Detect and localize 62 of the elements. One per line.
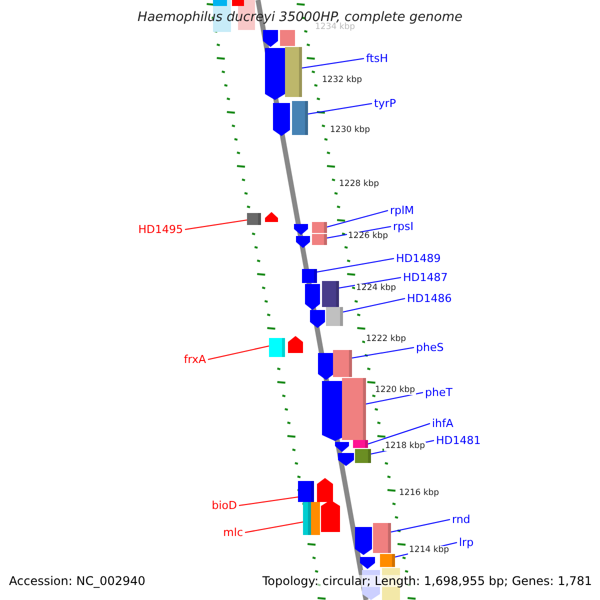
- gene-label: rpsI: [393, 221, 414, 232]
- scale-label: 1214 kbp: [408, 546, 450, 554]
- leader-line: [238, 496, 298, 506]
- gene-label: tyrP: [374, 98, 396, 109]
- gene-block: [312, 234, 327, 245]
- scale-label: 1216 kbp: [398, 489, 440, 498]
- leader-line: [308, 103, 372, 114]
- scale-label: 1222 kbp: [365, 335, 408, 344]
- scale-label: 1218 kbp: [384, 442, 426, 450]
- gene-block: [269, 338, 285, 357]
- genome-info-text: Topology: circular; Length: 1,698,955 bp; Genes: 1,781: [262, 575, 592, 587]
- leader-line: [184, 220, 248, 230]
- scale-label: 1228 kbp: [338, 180, 380, 188]
- gene-block: [292, 101, 308, 135]
- leader-line: [390, 519, 450, 532]
- leader-line: [244, 522, 304, 533]
- scale-label: 1232 kbp: [321, 76, 364, 84]
- leader-line: [302, 58, 364, 68]
- scale-label: 1226 kbp: [347, 232, 390, 240]
- accession-text: Accession: NC_002940: [9, 575, 146, 587]
- gene-block: [342, 378, 366, 440]
- gene-block: [312, 222, 327, 233]
- gene-label: HD1486: [407, 293, 452, 304]
- gene-label: HD1495: [138, 224, 183, 235]
- gene-label: HD1481: [436, 435, 481, 446]
- gene-block: [247, 213, 261, 225]
- gene-label: frxA: [184, 354, 206, 365]
- gene-label: bioD: [212, 500, 237, 511]
- gene-block: [303, 502, 311, 535]
- gene-label: HD1489: [396, 253, 441, 264]
- gene-block: [302, 269, 317, 283]
- leader-line: [368, 423, 430, 444]
- leader-line: [326, 210, 388, 228]
- gene-label: HD1487: [403, 272, 448, 283]
- gene-block: [353, 440, 368, 448]
- leader-line: [366, 392, 424, 404]
- gene-block: [380, 554, 395, 567]
- gene-block: [298, 481, 314, 502]
- scale-label: 1220 kbp: [374, 386, 416, 394]
- leader-line: [342, 298, 406, 312]
- gene-label: pheT: [425, 387, 452, 398]
- gene-block: [355, 449, 371, 463]
- leader-line: [208, 346, 270, 360]
- title: Haemophilus ducreyi 35000HP, complete genome: [136, 11, 464, 24]
- leader-line: [338, 277, 402, 288]
- gene-label: rplM: [390, 205, 414, 216]
- gene-block: [285, 47, 302, 97]
- leader-line: [316, 258, 394, 272]
- gene-block: [373, 523, 391, 553]
- scale-label: 1230 kbp: [329, 126, 372, 134]
- gene-label: rnd: [452, 514, 470, 525]
- gene-label: ftsH: [366, 53, 388, 64]
- gene-label: pheS: [416, 342, 444, 353]
- gene-label: mlc: [223, 527, 243, 538]
- gene-label: ihfA: [432, 418, 454, 429]
- leader-line: [352, 347, 414, 358]
- gene-block: [333, 350, 352, 377]
- scale-label: 1224 kbp: [355, 284, 398, 292]
- gene-block: [326, 307, 343, 326]
- gene-label: lrp: [459, 537, 474, 548]
- scale-label: 1234 kbp: [314, 23, 356, 32]
- gene-block: [322, 281, 339, 307]
